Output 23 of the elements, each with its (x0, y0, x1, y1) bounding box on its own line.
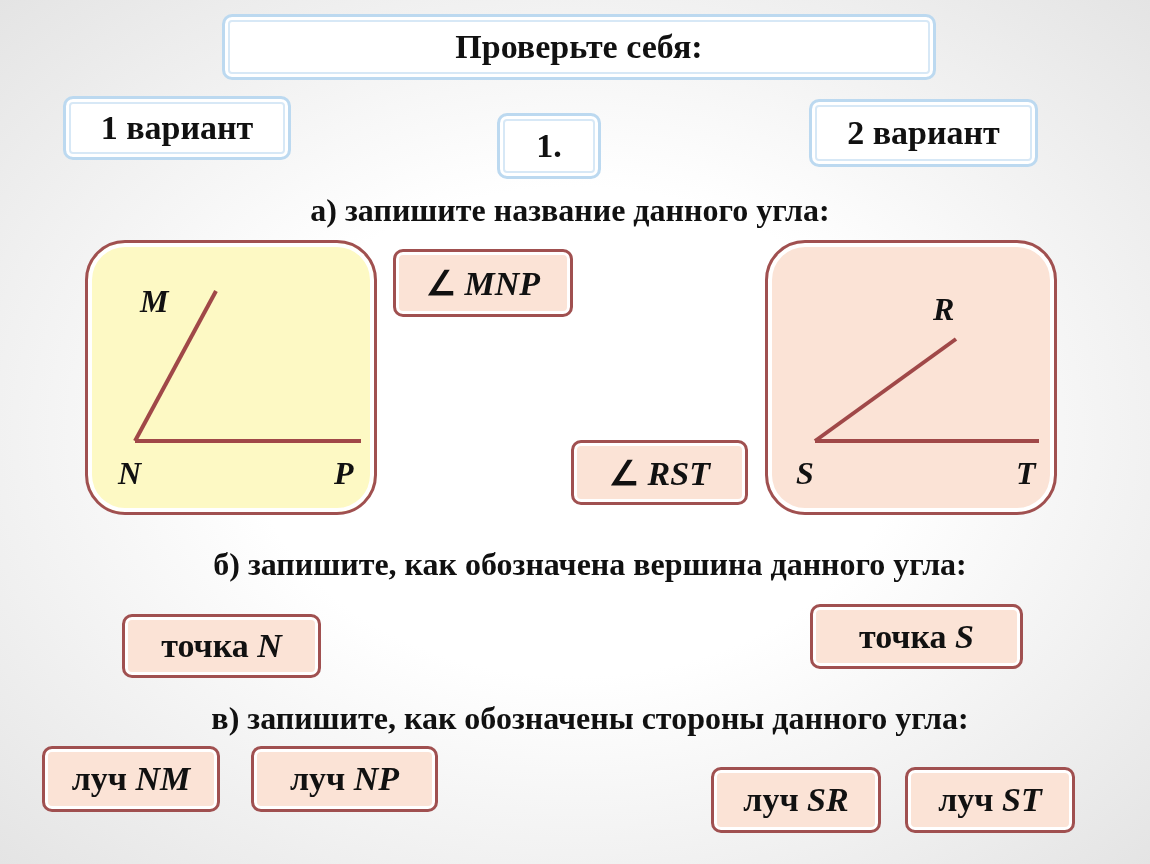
instruction-text: а) запишите название данного угла: (309, 192, 831, 229)
answer-box: точка N (122, 614, 321, 678)
point-label: P (334, 455, 354, 492)
point-label: M (140, 283, 169, 320)
answer-box: луч SR (711, 767, 881, 833)
point-label: N (118, 455, 142, 492)
task-number-box: 1. (497, 113, 601, 179)
title-box: Проверьте себя: (222, 14, 936, 80)
answer-box: луч NM (42, 746, 220, 812)
variant-box: 2 вариант (809, 99, 1038, 167)
answer-box: луч ST (905, 767, 1075, 833)
answer-box: точка S (810, 604, 1023, 669)
answer-box: ∠ MNP (393, 249, 573, 317)
point-label: S (796, 455, 814, 492)
answer-box: ∠ RST (571, 440, 748, 505)
instruction-text: в) запишите, как обозначены стороны данного угла: (210, 700, 970, 737)
point-label: T (1016, 455, 1036, 492)
answer-box: луч NP (251, 746, 438, 812)
point-label: R (933, 291, 955, 328)
figure-panel (765, 240, 1057, 515)
figure-panel (85, 240, 377, 515)
instruction-text: б) запишите, как обозначена вершина данного угла: (212, 546, 968, 583)
variant-box: 1 вариант (63, 96, 291, 160)
